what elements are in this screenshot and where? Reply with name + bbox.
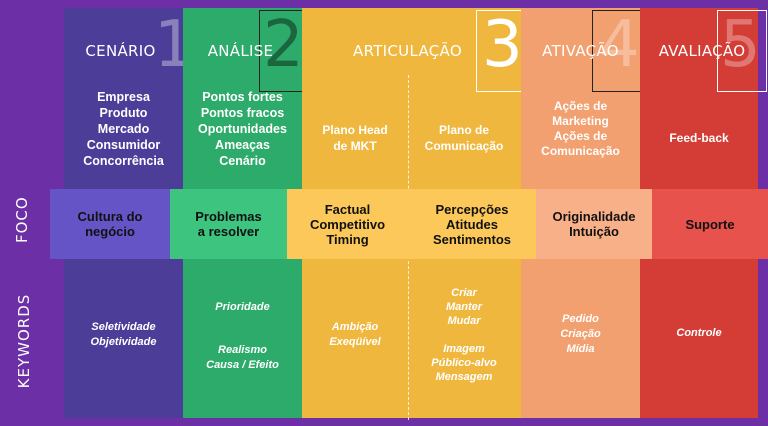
stage-items: Pontos fortes Pontos fracos Oportunidade… xyxy=(183,89,302,169)
list-item: Feed-back xyxy=(669,131,729,145)
keyword: Mídia xyxy=(566,343,595,355)
keyword: Manter xyxy=(445,301,483,313)
list-item: Ações de xyxy=(553,129,608,143)
keywords-side-label: KEYWORDS xyxy=(15,293,33,389)
stage-number-frame xyxy=(717,10,767,92)
foco-side-label: FOCO xyxy=(13,196,31,243)
keyword: Pedido xyxy=(562,313,599,325)
keyword: Criação xyxy=(560,328,601,340)
stage-keywords: Controle xyxy=(640,326,758,341)
list-item: Pontos fracos xyxy=(200,106,285,120)
keyword: Controle xyxy=(676,327,722,339)
stage-keywords-right: Criar Manter Mudar Imagem Público-alvo M… xyxy=(408,286,520,384)
stage-number: 5 xyxy=(720,8,761,82)
list-item: Mercado xyxy=(97,122,150,136)
keyword: Imagem xyxy=(443,343,485,355)
stage-title: ANÁLISE xyxy=(207,42,274,60)
list-item: Empresa xyxy=(97,90,150,104)
list-item: Produto xyxy=(99,106,148,120)
stage-title: CENÁRIO xyxy=(85,42,156,60)
list-item: Ações de xyxy=(553,99,608,113)
list-item: Comunicação xyxy=(424,139,504,153)
stage-items: Feed-back xyxy=(640,130,758,146)
stage-number: 2 xyxy=(263,8,304,82)
list-item: Plano de xyxy=(438,123,489,137)
list-item: Oportunidades xyxy=(198,122,287,136)
keyword: Ambição xyxy=(331,321,379,333)
keyword: Objetividade xyxy=(90,336,157,348)
list-item: Pontos fortes xyxy=(202,90,283,104)
list-item: Plano Head xyxy=(322,123,388,137)
stage-items: Empresa Produto Mercado Consumidor Conco… xyxy=(64,89,183,169)
stage-items-left: Plano Head de MKT xyxy=(302,122,408,154)
stage-title: ARTICULAÇÃO xyxy=(353,42,462,60)
keyword: Realismo xyxy=(218,344,267,356)
stage-number: 4 xyxy=(599,8,640,82)
list-item: Cenário xyxy=(219,154,266,168)
stage-number: 3 xyxy=(482,8,523,82)
list-item: Ameaças xyxy=(215,138,270,152)
list-item: Concorrência xyxy=(83,154,164,168)
stage-title: AVALIAÇÃO xyxy=(658,42,746,60)
stage-items-right: Plano de Comunicação xyxy=(408,122,520,154)
keyword: Criar xyxy=(451,287,477,299)
keyword: Público-alvo xyxy=(431,357,497,369)
keyword: Seletividade xyxy=(91,321,156,333)
keyword: Exeqüível xyxy=(329,336,381,348)
stage-items: Ações de Marketing Ações de Comunicação xyxy=(521,99,640,159)
keyword: Prioridade xyxy=(215,301,270,313)
keyword: Causa / Efeito xyxy=(206,359,279,371)
list-item: Marketing xyxy=(552,114,609,128)
stage-keywords: Pedido Criação Mídia xyxy=(521,312,640,357)
list-item: Consumidor xyxy=(86,138,161,152)
keyword: Mudar xyxy=(447,315,481,327)
list-item: de MKT xyxy=(333,139,377,153)
stage-keywords-left: Ambição Exeqüível xyxy=(302,320,408,350)
stage-keywords: Seletividade Objetividade xyxy=(64,320,183,350)
stage-title: ATIVAÇÃO xyxy=(542,42,619,60)
list-item: Comunicação xyxy=(541,144,620,158)
stage-keywords: Prioridade Realismo Causa / Efeito xyxy=(183,300,302,373)
keyword: Mensagem xyxy=(435,371,493,383)
foco-avaliacao: Suporte xyxy=(652,189,768,259)
